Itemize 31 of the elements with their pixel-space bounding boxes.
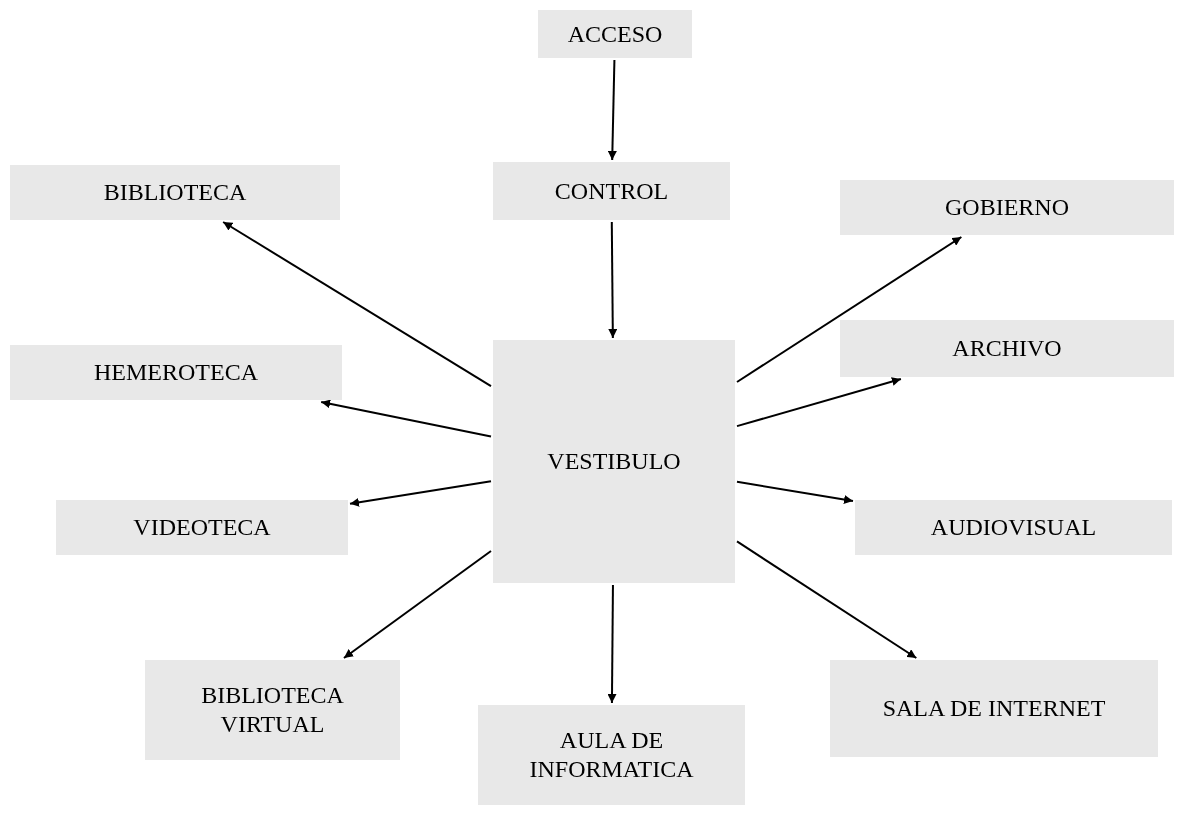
room-label: AULA DE INFORMATICA [528,726,695,784]
arrow [608,221,618,339]
room-label: SALA DE INTERNET [882,694,1106,723]
arrow [736,540,918,659]
arrow [736,480,854,504]
room-label: GOBIERNO [945,193,1069,222]
room-label: AUDIOVISUAL [930,513,1097,542]
room-label: HEMEROTECA [94,358,258,387]
room-label: ACCESO [567,19,663,49]
room-label: BIBLIOTECA VIRTUAL [200,681,345,739]
room-box [840,320,1174,377]
room-box [145,660,400,760]
room-label: VIDEOTECA [133,513,271,542]
arrow [607,584,617,704]
room-box [830,660,1158,757]
room-label: BIBLIOTECA [103,178,247,207]
room-box [855,500,1172,555]
arrow [736,377,902,428]
arrow [320,399,492,438]
room-label: ARCHIVO [952,334,1062,363]
arrow [222,221,492,388]
arrow [342,550,492,659]
arrow [736,236,963,383]
room-box [840,180,1174,235]
room-box [493,340,735,583]
room-label: CONTROL [554,176,669,206]
arrow [607,59,617,161]
room-box [10,345,342,400]
room-box [10,165,340,220]
room-label: VESTIBULO [547,447,681,476]
arrow [349,480,492,507]
